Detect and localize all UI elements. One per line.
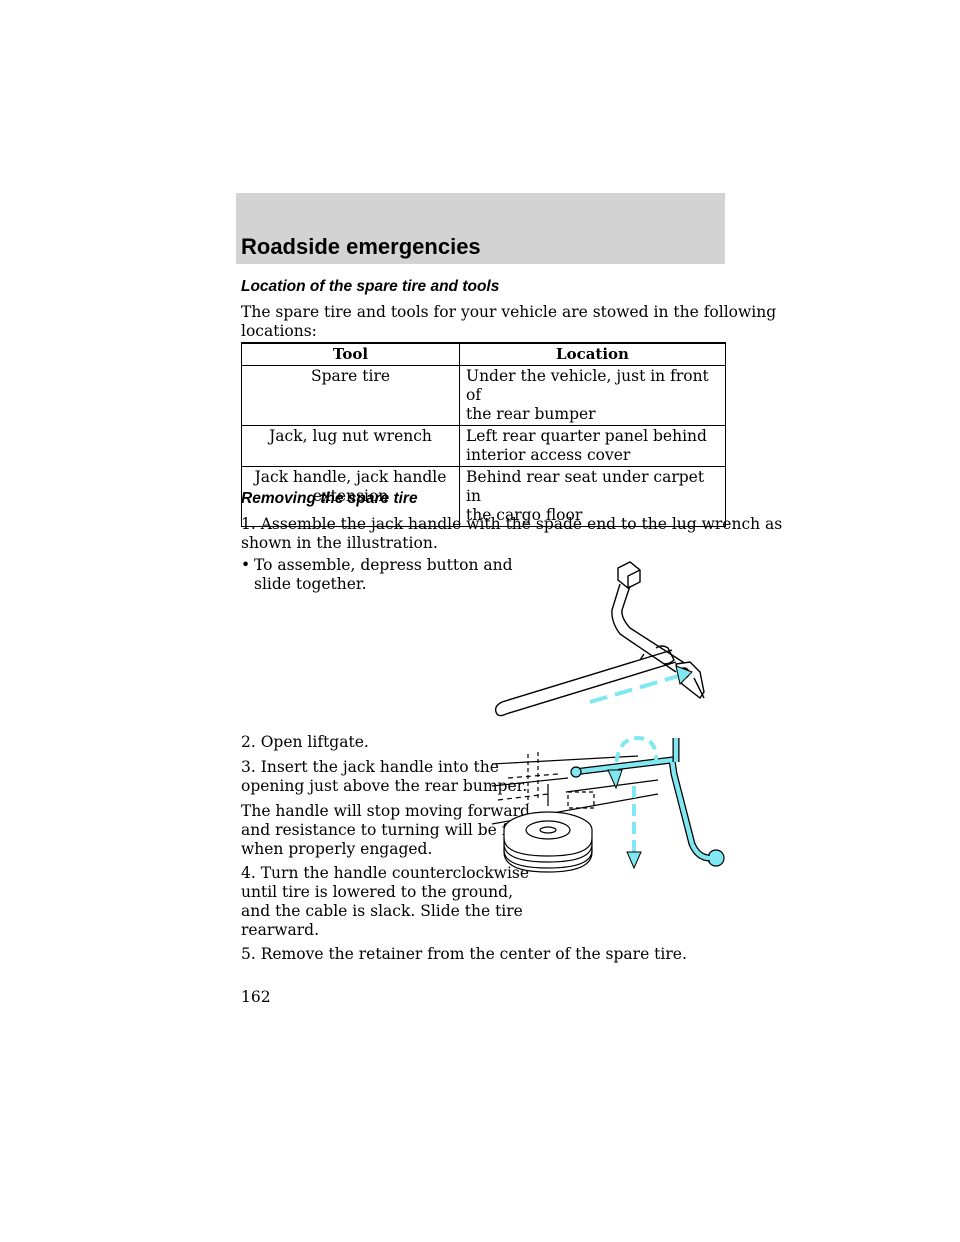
step4-line-4: rearward. bbox=[241, 921, 319, 939]
step3-line-2: opening just above the rear bumper. bbox=[241, 777, 528, 795]
rotate-arrow-icon bbox=[613, 735, 659, 779]
arrowhead-icon bbox=[675, 665, 693, 685]
step1-line-1: 1. Assemble the jack handle with the spa… bbox=[241, 515, 783, 533]
table-header-location: Location bbox=[459, 342, 726, 366]
location-line: interior access cover bbox=[466, 446, 631, 464]
tool-cell: Spare tire bbox=[241, 365, 460, 426]
table-row: Jack, lug nut wrench Left rear quarter p… bbox=[241, 425, 726, 467]
tools-table: Tool Location Spare tire Under the vehic… bbox=[241, 342, 726, 527]
step1-line-2: shown in the illustration. bbox=[241, 534, 438, 552]
note-line-1: The handle will stop moving forward bbox=[241, 802, 530, 820]
note-line-3: when properly engaged. bbox=[241, 840, 433, 858]
note-line-2: and resistance to turning will be felt bbox=[241, 821, 528, 839]
location-line: Behind rear seat under carpet in bbox=[466, 468, 705, 505]
bullet-line-1: To assemble, depress button and bbox=[254, 556, 513, 574]
tool-cell: Jack, lug nut wrench bbox=[241, 425, 460, 467]
step4-line-3: and the cable is slack. Slide the tire bbox=[241, 902, 523, 920]
direction-arrow-icon bbox=[589, 672, 686, 704]
location-line: the rear bumper bbox=[466, 405, 596, 423]
bullet-symbol: • bbox=[241, 556, 251, 574]
heading-location: Location of the spare tire and tools bbox=[241, 278, 500, 295]
page-number: 162 bbox=[241, 988, 271, 1006]
location-line: Left rear quarter panel behind bbox=[466, 427, 707, 445]
step3-line-1: 3. Insert the jack handle into the bbox=[241, 758, 499, 776]
location-cell: Under the vehicle, just in front of the … bbox=[459, 365, 726, 426]
jack-handle bbox=[571, 757, 695, 847]
section-title: Roadside emergencies bbox=[241, 234, 481, 259]
header-band bbox=[236, 193, 725, 264]
location-cell: Behind rear seat under carpet in the car… bbox=[459, 466, 726, 527]
socket-icon bbox=[707, 849, 725, 867]
step4-line-2: until tire is lowered to the ground, bbox=[241, 883, 514, 901]
bullet-line-2: slide together. bbox=[254, 575, 367, 593]
table-header-tool: Tool bbox=[241, 342, 460, 366]
step2: 2. Open liftgate. bbox=[241, 733, 369, 751]
table-row: Jack handle, jack handle extension Behin… bbox=[241, 466, 726, 527]
wrench-assembly-illustration bbox=[494, 561, 705, 717]
step5: 5. Remove the retainer from the center o… bbox=[241, 945, 687, 963]
intro-line-2: locations: bbox=[241, 322, 317, 340]
location-line: Under the vehicle, just in front of bbox=[466, 367, 709, 404]
location-cell: Left rear quarter panel behind interior … bbox=[459, 425, 726, 467]
location-line: the cargo floor bbox=[466, 506, 583, 524]
intro-line-1: The spare tire and tools for your vehicl… bbox=[241, 303, 777, 321]
step4-line-1: 4. Turn the handle counterclockwise bbox=[241, 864, 530, 882]
spare-tire-lowering-illustration bbox=[491, 735, 725, 873]
tool-cell: Jack handle, jack handle extension bbox=[241, 466, 460, 527]
heading-removing: Removing the spare tire bbox=[241, 490, 418, 507]
table-row: Spare tire Under the vehicle, just in fr… bbox=[241, 365, 726, 426]
